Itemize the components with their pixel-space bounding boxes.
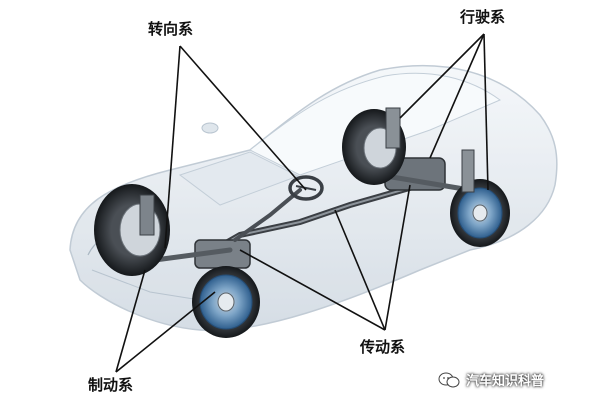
- label-steering-system: 转向系: [148, 20, 194, 38]
- leader-braking-2: [115, 291, 216, 373]
- leader-braking-1: [115, 269, 146, 373]
- leader-lines: [115, 33, 489, 373]
- leader-running-3: [483, 33, 489, 191]
- leader-running-2: [429, 33, 485, 159]
- leader-running-1: [399, 33, 485, 119]
- rear-right-wheel: [450, 149, 510, 247]
- leader-steering-2: [179, 45, 307, 191]
- leader-transmission-2: [334, 209, 386, 331]
- label-running-system: 行驶系: [460, 8, 506, 26]
- leader-steering-1: [164, 45, 181, 249]
- leader-transmission-3: [384, 184, 411, 331]
- label-braking-system: 制动系: [88, 376, 134, 394]
- rear-left-wheel: [342, 107, 406, 185]
- wechat-icon: [438, 372, 460, 387]
- front-right-wheel: [192, 266, 260, 338]
- label-transmission-system: 传动系: [360, 338, 406, 356]
- watermark: 汽车知识科普: [438, 370, 544, 389]
- watermark-text: 汽车知识科普: [466, 374, 545, 389]
- steering-parts: [233, 175, 324, 242]
- front-left-wheel: [94, 184, 170, 276]
- leader-transmission-1: [239, 249, 386, 331]
